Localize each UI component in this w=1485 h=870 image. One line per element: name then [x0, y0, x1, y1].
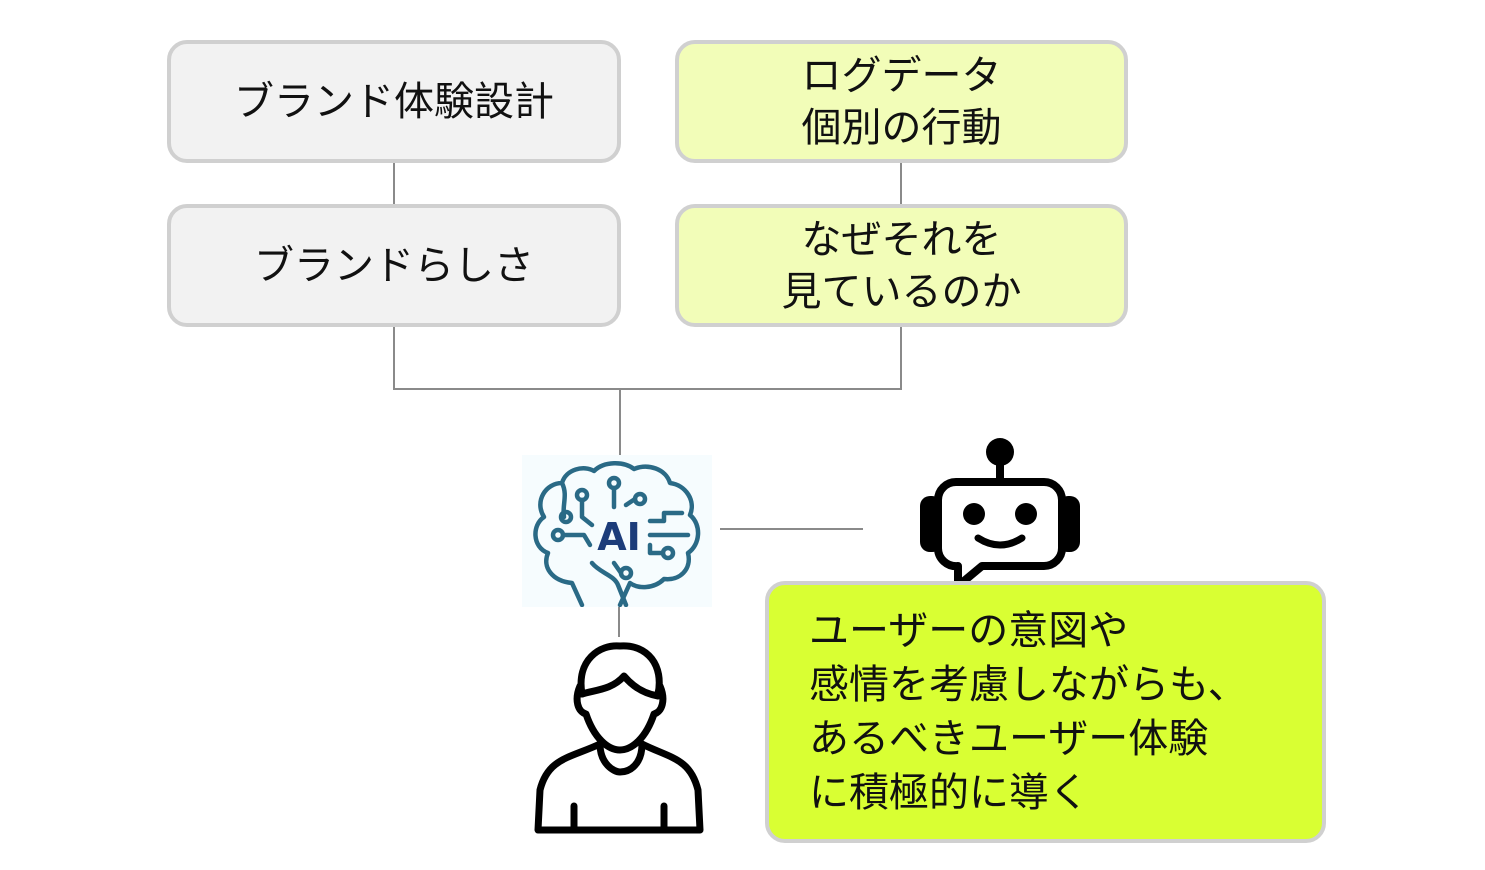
why-viewing-box: なぜそれを 見ているのか: [675, 204, 1128, 327]
why-viewing-line-1: なぜそれを: [801, 216, 1002, 263]
log-data-line-2: 個別の行動: [801, 104, 1002, 151]
brand-identity-label: ブランドらしさ: [254, 242, 534, 289]
guidance-line-4: に積極的に導く: [809, 770, 1089, 816]
robot-chat-icon: [916, 436, 1084, 592]
connector-ai-robot: [720, 528, 863, 530]
guidance-line-1: ユーザーの意図や: [809, 608, 1129, 654]
connector-left-top: [393, 163, 395, 204]
user-icon: [530, 640, 708, 836]
connector-center-down: [619, 389, 621, 455]
brand-experience-design-label: ブランド体験設計: [234, 78, 554, 125]
connector-ai-user: [618, 607, 620, 637]
brand-identity-box: ブランドらしさ: [167, 204, 621, 327]
why-viewing-line-2: 見ているのか: [781, 268, 1022, 315]
guidance-line-2: 感情を考慮しながらも、: [809, 662, 1248, 708]
log-data-box: ログデータ 個別の行動: [675, 40, 1128, 163]
connector-left-down: [393, 327, 395, 390]
brand-experience-design-box: ブランド体験設計: [167, 40, 621, 163]
ai-guidance-box: ユーザーの意図や 感情を考慮しながらも、 あるべきユーザー体験 に積極的に導く: [765, 581, 1326, 843]
guidance-line-3: あるべきユーザー体験: [809, 716, 1209, 762]
connector-right-top: [900, 163, 902, 204]
ai-text: AI: [597, 515, 641, 559]
log-data-line-1: ログデータ: [801, 52, 1002, 99]
connector-right-down: [900, 327, 902, 390]
connector-horizontal: [393, 388, 902, 390]
ai-brain-icon: AI: [522, 455, 712, 608]
